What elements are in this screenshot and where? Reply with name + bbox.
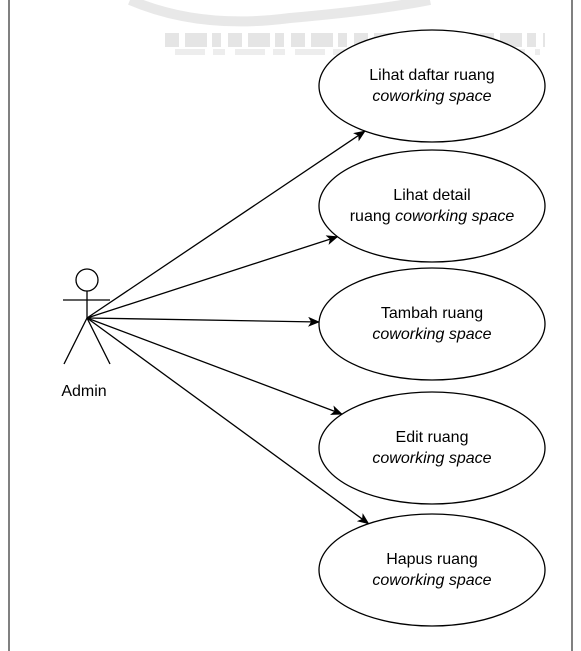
use-case-ellipse [318,267,546,381]
use-case-label-line1: Hapus ruang [386,551,478,568]
use-case-label-line2: ruang coworking space [350,208,515,225]
association-arrow-3 [86,316,321,327]
use-case-ellipse [318,149,546,263]
use-case-label-line1: Edit ruang [396,429,469,446]
use-case-1[interactable]: Lihat daftar ruang coworking space [318,29,546,143]
use-case-4[interactable]: Edit ruang coworking space [318,391,546,505]
associations [86,130,370,525]
use-case-label-line2-plain: ruang [350,208,395,225]
use-case-ellipse [318,29,546,143]
use-case-label-line2-italic: coworking space [372,450,491,467]
association-arrow-5 [86,317,370,525]
use-case-ellipse [318,513,546,627]
use-case-label-line2-italic: coworking space [372,88,491,105]
use-case-label-line2-italic: coworking space [395,208,514,225]
use-case-label-line1: Lihat detail [393,187,470,204]
use-case-label-line2: coworking space [372,572,491,589]
actor-label: Admin [61,383,106,400]
use-case-label-line2-italic: coworking space [372,326,491,343]
use-case-label-line1: Tambah ruang [381,305,483,322]
association-arrow-1 [86,130,366,319]
association-arrow-4 [86,317,343,415]
use-case-label-line2-italic: coworking space [372,572,491,589]
use-case-label-line2: coworking space [372,326,491,343]
actor-head [75,268,99,292]
use-case-ellipse [318,391,546,505]
use-case-2[interactable]: Lihat detail ruang coworking space [318,149,546,263]
actor-right-leg [86,317,111,365]
use-case-label-line2: coworking space [372,450,491,467]
association-arrow-2 [86,235,339,319]
use-case-label-line1: Lihat daftar ruang [369,67,494,84]
use-case-5[interactable]: Hapus ruang coworking space [318,513,546,627]
actor-admin [63,268,111,365]
use-case-label-line2: coworking space [372,88,491,105]
actor-left-leg [63,317,88,365]
use-case-3[interactable]: Tambah ruang coworking space [318,267,546,381]
